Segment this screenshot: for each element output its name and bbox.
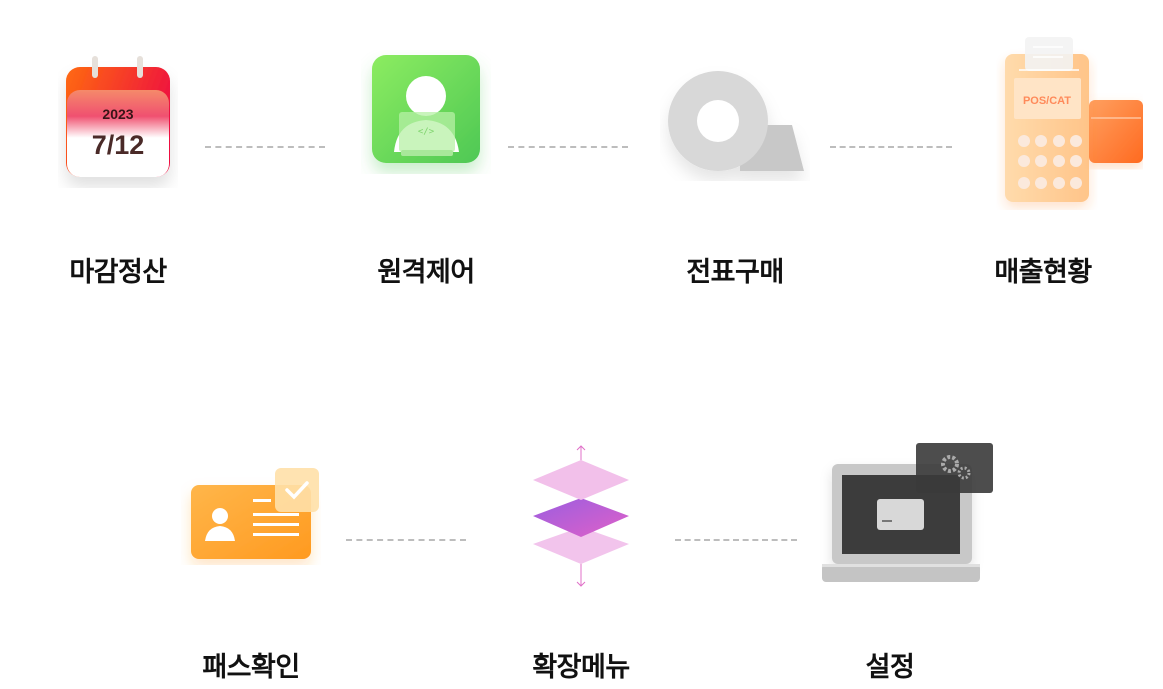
remote-user-icon: </> xyxy=(372,55,480,163)
pos-screen-text: POS/CAT xyxy=(1023,95,1071,107)
laptop-settings-icon xyxy=(822,443,993,582)
connector-line xyxy=(675,539,797,541)
calendar-date: 7/12 xyxy=(92,130,145,160)
menu-label: 패스확인 xyxy=(202,652,300,683)
menu-item-pass-check[interactable]: 패스확인 xyxy=(131,450,371,689)
code-glyph: </> xyxy=(418,127,435,137)
menu-item-extended-menu[interactable]: 확장메뉴 xyxy=(461,440,701,689)
connector-line xyxy=(205,146,325,148)
pos-terminal-icon: POS/CAT xyxy=(1005,37,1143,202)
receipt-roll-icon xyxy=(668,71,804,171)
menu-item-sales-status[interactable]: POS/CAT 매출현황 xyxy=(923,37,1163,300)
menu-item-remote-control[interactable]: </> 원격제어 xyxy=(306,50,546,300)
connector-line xyxy=(508,146,628,148)
calendar-year: 2023 xyxy=(102,106,133,122)
connector-line xyxy=(346,539,466,541)
menu-label: 원격제어 xyxy=(377,257,475,288)
menu-item-slip-purchase[interactable]: 전표구매 xyxy=(615,50,855,300)
menu-label: 확장메뉴 xyxy=(532,652,630,683)
menu-label: 전표구매 xyxy=(686,257,784,288)
id-card-icon xyxy=(191,468,319,559)
layers-icon xyxy=(533,445,629,587)
menu-label: 마감정산 xyxy=(69,257,167,288)
menu-label: 설정 xyxy=(865,652,915,683)
calendar-icon: 2023 7/12 xyxy=(66,56,170,177)
connector-line xyxy=(830,146,952,148)
menu-item-settings[interactable]: 설정 xyxy=(770,440,1010,689)
menu-item-closing-settlement[interactable]: 2023 7/12 마감정산 xyxy=(0,50,238,300)
menu-label: 매출현황 xyxy=(994,257,1092,288)
